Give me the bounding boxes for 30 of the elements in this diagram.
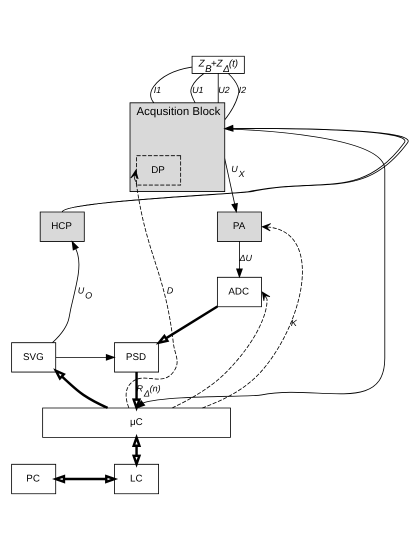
- arrow: [53, 368, 108, 409]
- connector: [224, 73, 240, 120]
- arrow: [132, 372, 142, 412]
- arrow: [156, 305, 218, 345]
- node-box: SVG: [11, 342, 56, 372]
- edge-label: I1: [154, 84, 162, 95]
- node-box: PC: [11, 464, 56, 494]
- node-box: LC: [114, 464, 159, 494]
- arrow: [202, 223, 303, 408]
- node-box: PA: [216, 212, 262, 242]
- arrow: [224, 158, 238, 214]
- edge-label: D: [166, 286, 174, 296]
- node-box: PSD: [114, 342, 159, 372]
- node-box: μC: [42, 408, 231, 438]
- edge-label: K: [290, 318, 297, 328]
- arrow: [236, 241, 243, 278]
- connector: [218, 73, 219, 104]
- connector: [150, 66, 192, 104]
- node-box: DP: [136, 155, 182, 186]
- node-box: ADC: [216, 276, 262, 308]
- edge-label: U1: [192, 84, 204, 95]
- arrow: [132, 434, 142, 468]
- arrow: [55, 354, 116, 361]
- arrow: [172, 292, 270, 408]
- connector: [190, 73, 204, 104]
- node-box: HCP: [40, 212, 85, 242]
- edge-label: I2: [238, 84, 246, 95]
- edge-label: U2: [218, 84, 230, 95]
- arrow: [52, 474, 118, 484]
- arrow: [52, 240, 80, 343]
